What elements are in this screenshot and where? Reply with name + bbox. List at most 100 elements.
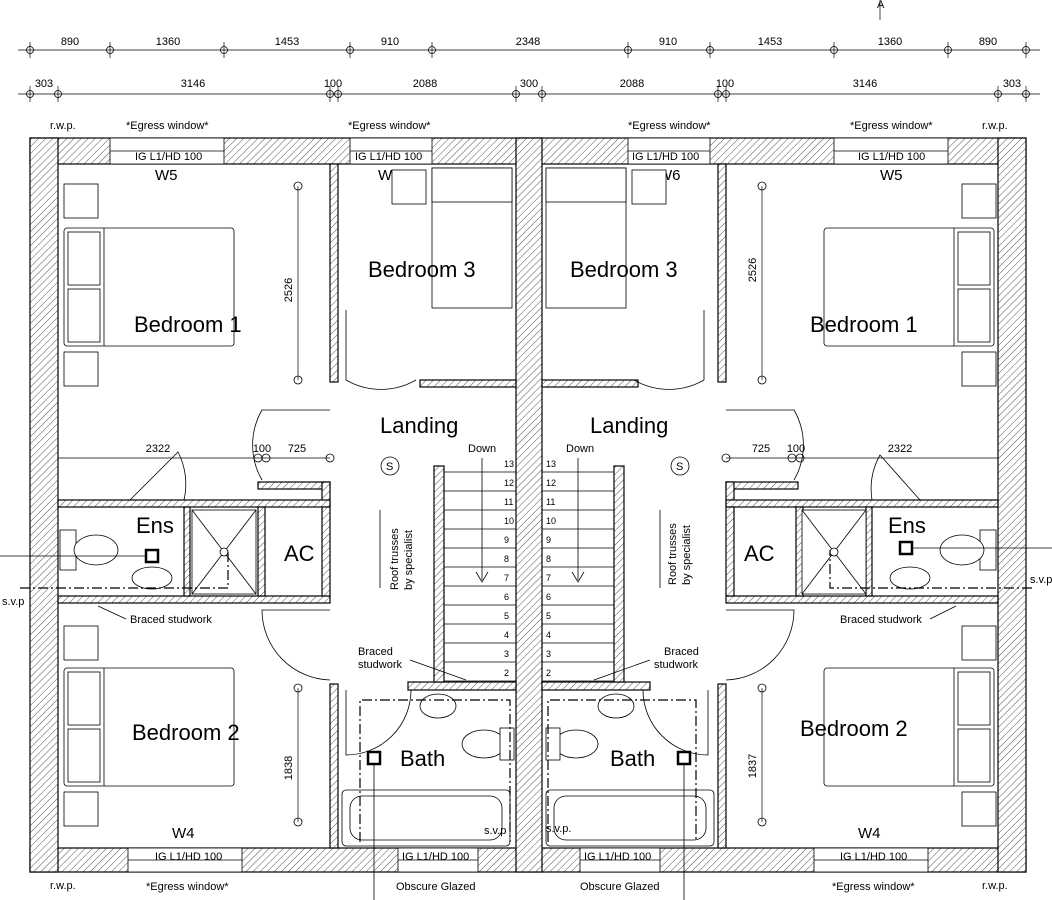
- smoke-detector-icon: [670, 456, 690, 476]
- window-labels: IG L1/HD 100 IG L1/HD 100 IG L1/HD 100 I…: [50, 120, 1008, 893]
- dim-2-5: 300: [520, 78, 538, 90]
- dim-top-1: 890: [61, 36, 79, 48]
- bedside-table: [63, 791, 99, 827]
- roof-trusses-note: Roof trusses: [667, 523, 679, 585]
- partitions-left: [57, 163, 517, 849]
- stair-step-number: 2: [546, 668, 551, 678]
- dimension-node: [994, 90, 1002, 98]
- glazing-label: IG L1/HD 100: [858, 151, 925, 163]
- egress-label: *Egress window*: [850, 120, 933, 132]
- dimension-node: [538, 90, 546, 98]
- dimension-node: [624, 46, 632, 54]
- stair-step-number: 4: [504, 630, 509, 640]
- dim-2-1: 303: [35, 78, 53, 90]
- dim-ens-width: 2322: [146, 443, 170, 455]
- toilet: [553, 729, 599, 759]
- stair-step-number: 9: [546, 535, 551, 545]
- glazing-label: IG L1/HD 100: [402, 851, 469, 863]
- annotations: Braced studwork Braced studwork Braced s…: [2, 456, 1052, 837]
- dim-2-7: 100: [716, 78, 734, 90]
- dim-top-8: 1360: [878, 36, 902, 48]
- bedside-table: [961, 791, 997, 827]
- smoke-detector-icon: [380, 456, 400, 476]
- braced-studwork-note: Braced studwork: [130, 614, 212, 626]
- toilet: [461, 729, 507, 759]
- glazing-label: IG L1/HD 100: [155, 851, 222, 863]
- stair-step-number: 7: [546, 573, 551, 583]
- partitions-right: [541, 163, 999, 849]
- studwork-note: studwork: [358, 659, 403, 671]
- egress-label: *Egress window*: [126, 120, 209, 132]
- room-landing: Landing: [380, 413, 458, 438]
- dim-2-4: 2088: [413, 78, 437, 90]
- egress-label: *Egress window*: [628, 120, 711, 132]
- room-bedroom-3: Bedroom 3: [570, 257, 678, 282]
- bathtub: [341, 789, 511, 847]
- dim-landing: 725: [752, 443, 770, 455]
- bedside-table: [961, 625, 997, 661]
- stair-step-number: 6: [504, 592, 509, 602]
- stair-step-number: 8: [504, 554, 509, 564]
- dimension-node: [26, 90, 34, 98]
- rwp-label: r.w.p.: [982, 880, 1008, 892]
- braced-note: Braced: [664, 646, 699, 658]
- obscure-label: Obscure Glazed: [580, 881, 659, 893]
- rwp-label: r.w.p.: [982, 120, 1008, 132]
- dimension-node: [26, 46, 34, 54]
- glazing-label: IG L1/HD 100: [632, 151, 699, 163]
- stair-step-number: 12: [546, 478, 556, 488]
- rwp-label: r.w.p.: [50, 120, 76, 132]
- bedside-table: [631, 169, 667, 205]
- dim-top-9: 890: [979, 36, 997, 48]
- room-bedroom-3: Bedroom 3: [368, 257, 476, 282]
- dimension-node: [722, 90, 730, 98]
- room-ensuite: Ens: [888, 513, 926, 538]
- basin: [419, 693, 457, 719]
- dimension-row-second: 303 3146 100 2088 300 2088 100 3146 303: [18, 78, 1040, 95]
- stair-step-number: 5: [504, 611, 509, 621]
- dimension-node: [1022, 46, 1030, 54]
- dimension-node: [428, 46, 436, 54]
- window-w4: W4: [858, 825, 881, 842]
- bathtub: [545, 789, 715, 847]
- dimension-node: [706, 46, 714, 54]
- stair-step-number: 11: [546, 497, 555, 507]
- stair-step-number: 2: [504, 668, 509, 678]
- roof-trusses-note-2: by specialist: [681, 525, 693, 585]
- furniture: [59, 167, 997, 847]
- glazing-label: IG L1/HD 100: [355, 151, 422, 163]
- bedside-table: [63, 625, 99, 661]
- internal-dimensions: 2526 2526 1838 1837 2322 100 725 2322 10…: [58, 181, 998, 827]
- dim-top-3: 1453: [275, 36, 299, 48]
- bedside-table: [63, 183, 99, 219]
- window-w5: W5: [880, 167, 903, 184]
- dim-2-8: 3146: [853, 78, 877, 90]
- egress-label: *Egress window*: [348, 120, 431, 132]
- dimension-node: [54, 90, 62, 98]
- stair-step-number: 8: [546, 554, 551, 564]
- section-mark-a: A: [877, 0, 885, 11]
- stair-step-number: 6: [546, 592, 551, 602]
- braced-studwork-note: Braced studwork: [840, 614, 922, 626]
- basin: [597, 693, 635, 719]
- dimension-node: [714, 90, 722, 98]
- room-airing-cupboard: AC: [284, 541, 315, 566]
- dim-2-9: 303: [1003, 78, 1021, 90]
- dim-top-4: 910: [381, 36, 399, 48]
- drain-lines: [0, 547, 1052, 900]
- dim-bed1: 2526: [747, 258, 759, 282]
- stair-step-number: 9: [504, 535, 509, 545]
- room-bedroom-2: Bedroom 2: [132, 720, 240, 745]
- bedside-table: [63, 351, 99, 387]
- toilet: [939, 534, 985, 566]
- room-bedroom-1: Bedroom 1: [134, 312, 242, 337]
- dim-bed2: 1837: [747, 754, 759, 778]
- room-labels: Bedroom 1 Bedroom 1 Bedroom 3 Bedroom 3 …: [132, 257, 926, 771]
- glazing-label: IG L1/HD 100: [840, 851, 907, 863]
- dim-top-5: 2348: [516, 36, 540, 48]
- basin: [131, 566, 173, 590]
- single-bed: [431, 167, 513, 309]
- room-bath: Bath: [400, 746, 445, 771]
- dim-bed1: 2526: [283, 278, 295, 302]
